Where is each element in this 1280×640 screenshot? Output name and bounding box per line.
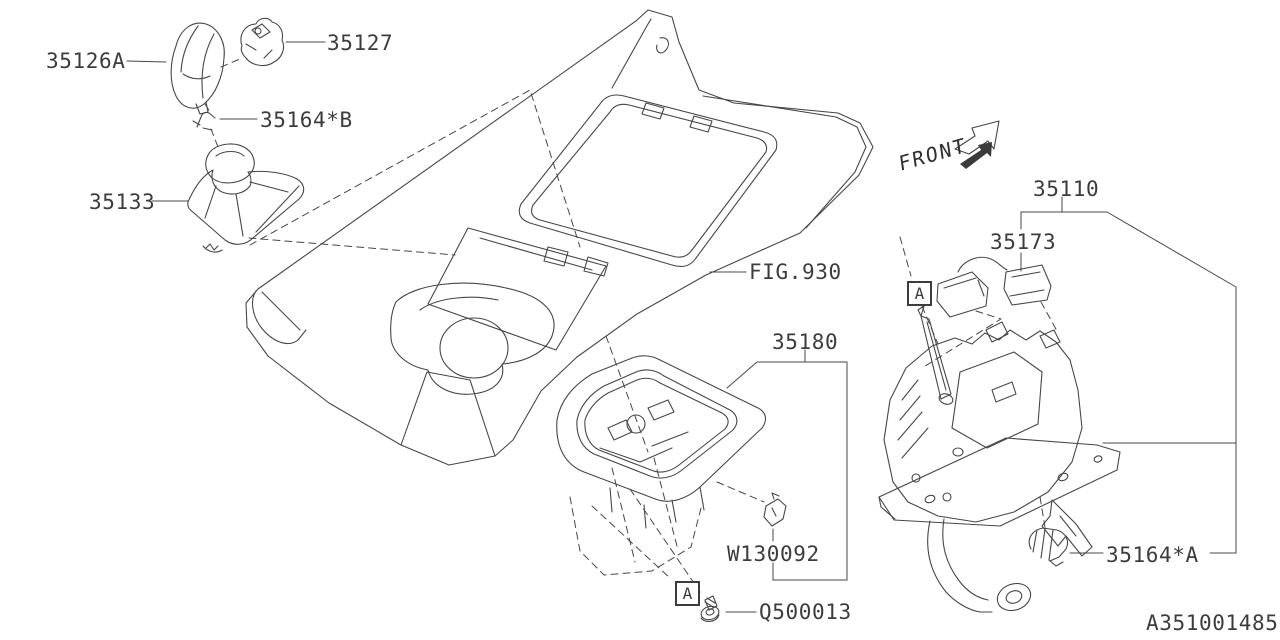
center-console-drawing	[245, 9, 874, 466]
leader-lines	[126, 41, 1237, 613]
shift-knob-drawing	[170, 22, 225, 115]
figure-reference-label[interactable]: FIG.930	[749, 260, 842, 284]
front-direction-arrow-icon	[954, 120, 1000, 169]
detail-marker-a-upper: A	[907, 281, 932, 306]
clip-upper-drawing	[192, 111, 216, 131]
snap-clip-drawing	[763, 492, 787, 527]
indicator-plate-drawing	[556, 355, 767, 529]
connector-drawing	[936, 256, 1052, 318]
selector-assembly-drawing	[878, 305, 1121, 613]
part-label-clip-upper[interactable]: 35164*B	[260, 108, 353, 132]
knob-button-drawing	[240, 17, 285, 67]
projection-lines	[204, 58, 1058, 593]
part-label-snap-clip[interactable]: W130092	[727, 542, 820, 566]
detail-marker-a-lower: A	[675, 581, 700, 606]
part-label-clip-lower[interactable]: 35164*A	[1106, 543, 1199, 567]
part-label-shift-knob[interactable]: 35126A	[46, 49, 126, 73]
part-label-knob-button[interactable]: 35127	[327, 31, 394, 55]
part-label-screw[interactable]: Q500013	[759, 600, 852, 624]
screw-drawing	[700, 595, 720, 622]
clip-lower-drawing	[1028, 527, 1069, 567]
diagram-code: A351001485	[1146, 611, 1279, 635]
part-label-shift-boot[interactable]: 35133	[89, 190, 156, 214]
part-label-connector[interactable]: 35173	[990, 230, 1057, 254]
part-label-indicator-plate[interactable]: 35180	[772, 330, 839, 354]
shift-boot-drawing	[187, 143, 305, 253]
part-label-selector-assembly[interactable]: 35110	[1033, 177, 1100, 201]
